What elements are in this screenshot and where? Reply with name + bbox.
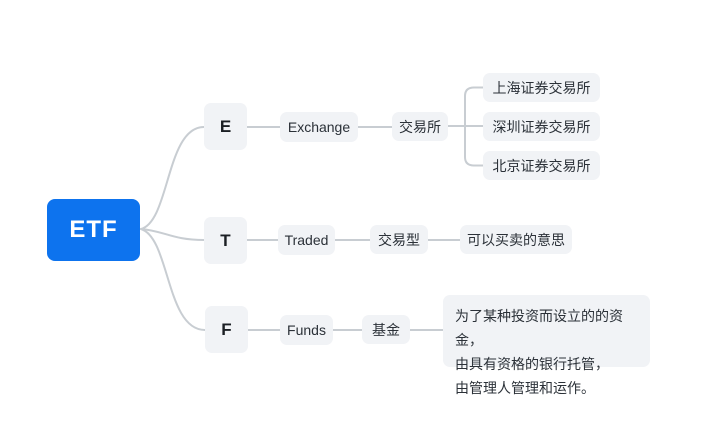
branch-node-t[interactable]: T: [204, 217, 247, 264]
branch-node-f[interactable]: F: [205, 306, 248, 353]
node-traded[interactable]: Traded: [278, 225, 335, 255]
root-node-etf[interactable]: ETF: [47, 199, 140, 261]
leaf-funds-description[interactable]: 为了某种投资而设立的的资金， 由具有资格的银行托管， 由管理人管理和运作。: [443, 295, 650, 396]
edge-trunk-leaves: [464, 86, 484, 167]
edge-root-t: [140, 228, 205, 241]
node-jijin[interactable]: 基金: [362, 315, 410, 344]
leaf-shanghai-exchange[interactable]: 上海证券交易所: [483, 73, 600, 102]
node-exchange[interactable]: Exchange: [280, 112, 358, 142]
node-jiaoyixing[interactable]: 交易型: [370, 225, 428, 254]
edge-root-e: [140, 126, 205, 230]
leaf-shenzhen-exchange[interactable]: 深圳证券交易所: [483, 112, 600, 141]
leaf-beijing-exchange[interactable]: 北京证券交易所: [483, 151, 600, 180]
leaf-traded-meaning[interactable]: 可以买卖的意思: [460, 225, 572, 254]
node-funds[interactable]: Funds: [280, 315, 333, 345]
branch-node-e[interactable]: E: [204, 103, 247, 150]
edge-root-f: [140, 228, 206, 331]
node-jiaoyisuo[interactable]: 交易所: [392, 112, 448, 141]
